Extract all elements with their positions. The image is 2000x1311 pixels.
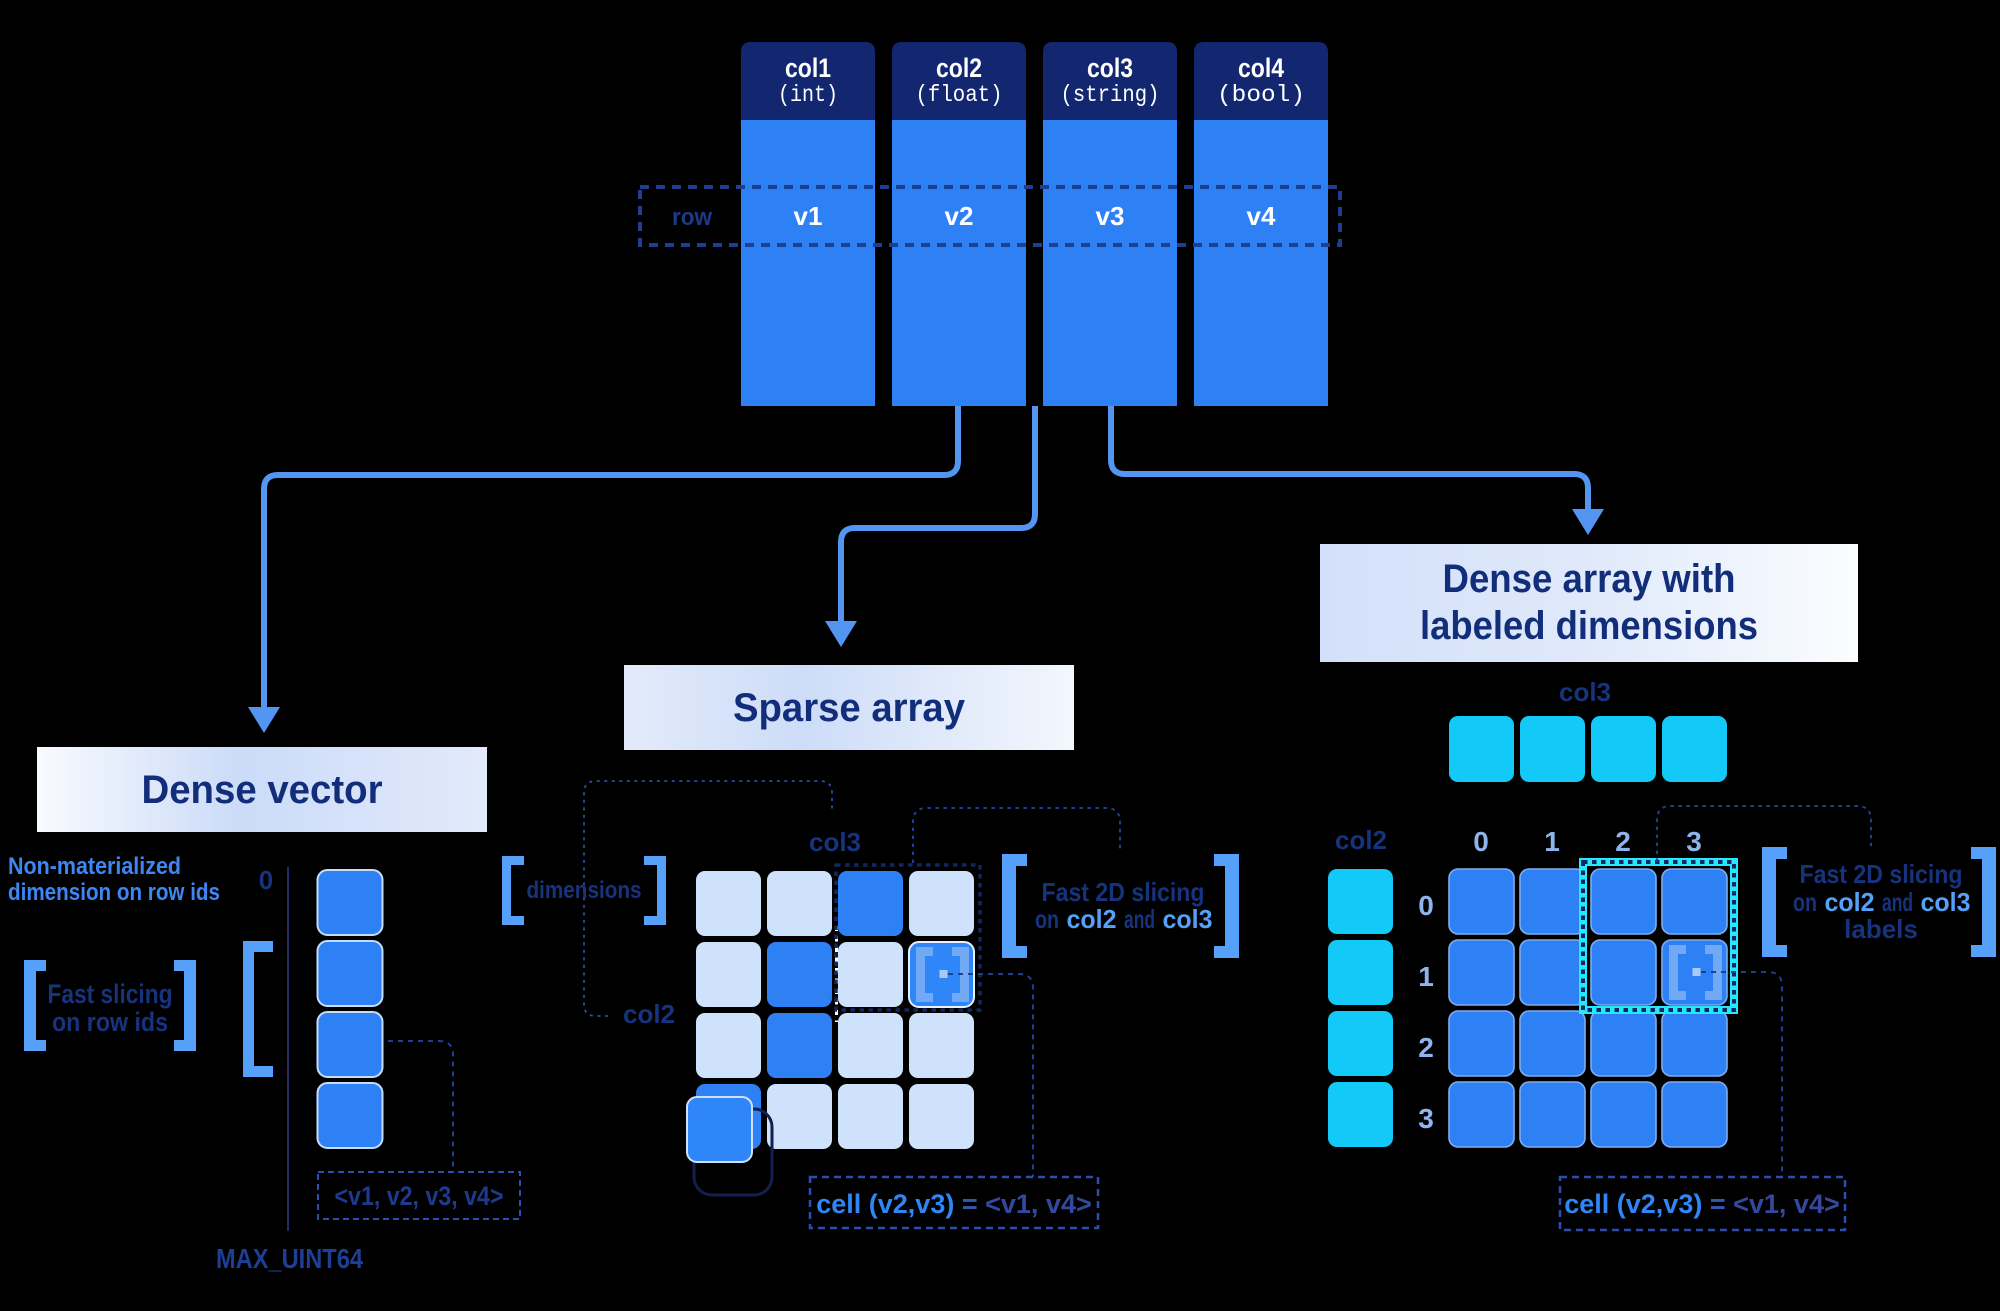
- svg-text:Dense array with: Dense array with: [1443, 557, 1736, 601]
- svg-text:<v1, v2, v3, v4>: <v1, v2, v3, v4>: [335, 1181, 504, 1211]
- svg-text:col2: col2: [1335, 825, 1387, 855]
- svg-text:0: 0: [259, 865, 273, 895]
- svg-text:0: 0: [1473, 826, 1489, 857]
- svg-text:(int): (int): [778, 82, 838, 108]
- svg-text:col2: col2: [1067, 904, 1117, 934]
- svg-text:labeled dimensions: labeled dimensions: [1420, 604, 1758, 648]
- svg-text:cell (v2,v3) = <v1, v4>: cell (v2,v3) = <v1, v4>: [1564, 1189, 1839, 1219]
- svg-text:and: and: [1124, 904, 1155, 934]
- svg-text:v4: v4: [1247, 201, 1276, 231]
- svg-text:and: and: [1882, 887, 1913, 917]
- svg-text:dimension on row ids: dimension on row ids: [8, 879, 220, 906]
- svg-text:v3: v3: [1096, 201, 1125, 231]
- svg-text:(string): (string): [1061, 82, 1160, 108]
- svg-text:col3: col3: [1163, 904, 1213, 934]
- svg-text:Dense vector: Dense vector: [142, 768, 383, 812]
- svg-text:col3: col3: [1087, 53, 1133, 83]
- svg-text:col4: col4: [1238, 53, 1284, 83]
- svg-text:MAX_UINT64: MAX_UINT64: [216, 1243, 363, 1274]
- svg-text:Fast slicing: Fast slicing: [48, 979, 173, 1009]
- svg-text:0: 0: [1418, 890, 1434, 921]
- svg-text:Fast 2D slicing: Fast 2D slicing: [1800, 859, 1963, 889]
- svg-text:col2: col2: [936, 53, 982, 83]
- svg-text:col3: col3: [1559, 677, 1611, 707]
- svg-text:on row ids: on row ids: [52, 1007, 168, 1037]
- svg-text:labels: labels: [1844, 914, 1918, 944]
- svg-text:col2: col2: [1825, 887, 1875, 917]
- svg-text:v1: v1: [794, 201, 823, 231]
- svg-text:dimensions: dimensions: [527, 877, 642, 904]
- svg-text:Fast 2D slicing: Fast 2D slicing: [1042, 877, 1205, 907]
- svg-text:on: on: [1035, 904, 1059, 934]
- svg-text:Non-materialized: Non-materialized: [8, 853, 181, 880]
- svg-text:2: 2: [1418, 1032, 1434, 1063]
- svg-text:1: 1: [1418, 961, 1434, 992]
- svg-text:3: 3: [1686, 826, 1702, 857]
- svg-text:v2: v2: [945, 201, 974, 231]
- svg-text:col3: col3: [809, 827, 861, 857]
- svg-text:col1: col1: [785, 53, 831, 83]
- svg-text:cell (v2,v3) = <v1, v4>: cell (v2,v3) = <v1, v4>: [816, 1189, 1091, 1219]
- svg-text:col2: col2: [623, 999, 675, 1029]
- svg-text:col3: col3: [1921, 887, 1971, 917]
- svg-text:(bool): (bool): [1217, 82, 1305, 108]
- svg-text:(float): (float): [916, 82, 1003, 108]
- svg-text:1: 1: [1544, 826, 1560, 857]
- svg-text:on: on: [1793, 887, 1817, 917]
- svg-text:row: row: [672, 204, 712, 231]
- svg-text:3: 3: [1418, 1103, 1434, 1134]
- svg-text:Sparse array: Sparse array: [733, 686, 966, 730]
- svg-text:2: 2: [1615, 826, 1631, 857]
